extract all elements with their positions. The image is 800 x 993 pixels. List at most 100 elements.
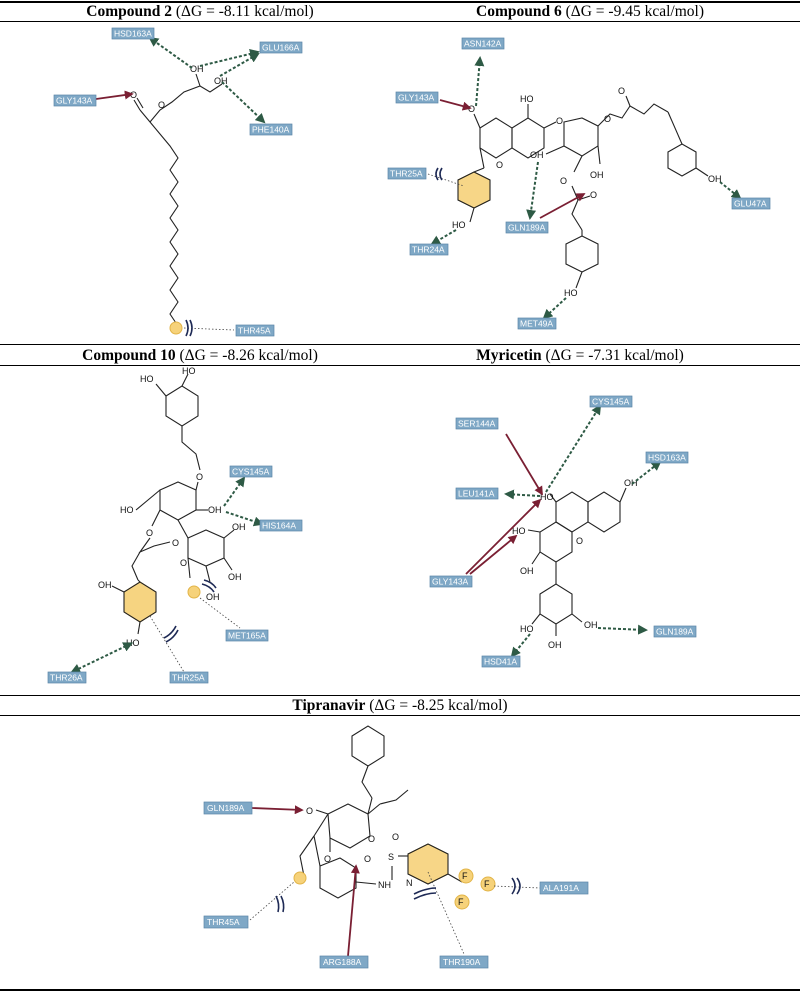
- residue-gly143a: GLY143A: [395, 91, 439, 104]
- svg-text:ARG188A: ARG188A: [323, 957, 362, 967]
- atom-label: HO: [140, 374, 154, 384]
- atom-label: HO: [452, 220, 466, 230]
- hbond-gln189a-2: [539, 193, 586, 219]
- hydrophobic-thr45a: [249, 881, 295, 921]
- residue-thr25a: THR25A: [387, 167, 427, 180]
- svg-text:GLU47A: GLU47A: [734, 199, 767, 209]
- atom-label: HO: [512, 526, 526, 536]
- svg-text:ALA191A: ALA191A: [543, 883, 579, 893]
- hbond-glu47a: [719, 181, 742, 200]
- atom-label: F: [484, 879, 490, 889]
- panel-header-compound-6: Compound 6 (ΔG = -9.45 kcal/mol): [476, 3, 704, 20]
- residue-ala191a: ALA191A: [539, 881, 589, 895]
- atom-label: F: [462, 871, 468, 881]
- panel-header-compound-2: Compound 2 (ΔG = -8.11 kcal/mol): [86, 3, 314, 20]
- tipranavir-diagram: O O O NH S O O N F F F: [203, 725, 589, 969]
- residue-gln189a: GLN189A: [653, 625, 697, 638]
- atom-label: OH: [232, 522, 246, 532]
- hbond-cys145a: [545, 404, 602, 493]
- svg-text:ASN142A: ASN142A: [464, 39, 502, 49]
- residue-thr25a: THR25A: [169, 671, 209, 684]
- svg-text:HSD163A: HSD163A: [114, 29, 152, 39]
- svg-text:THR45A: THR45A: [238, 326, 271, 336]
- svg-text:THR25A: THR25A: [172, 673, 205, 683]
- atom-label: O: [364, 854, 371, 864]
- hydrophobic-met165a: [199, 597, 241, 629]
- atom-label: O: [590, 190, 597, 200]
- atom-label: O: [468, 104, 475, 114]
- residue-thr190a: THR190A: [439, 955, 489, 969]
- atom-label: O: [196, 472, 203, 482]
- atom-label: OH: [520, 566, 534, 576]
- atom-label: O: [560, 176, 567, 186]
- residue-thr24a: THR24A: [409, 243, 449, 256]
- residue-cys145a: CYS145A: [229, 465, 273, 478]
- header-rule-1: [0, 21, 800, 22]
- residue-gly143a: GLY143A: [429, 575, 473, 588]
- hbond-glu166a-2: [219, 52, 260, 77]
- residue-phe140a: PHE140A: [249, 123, 293, 136]
- residue-hsd41a: HSD41A: [481, 655, 521, 668]
- atom-label: F: [458, 897, 464, 907]
- hbond-gln189a: [251, 805, 304, 815]
- residue-met49a: MET49A: [517, 317, 557, 330]
- svg-text:GLY143A: GLY143A: [398, 93, 435, 103]
- panel-header-tipranavir: Tipranavir (ΔG = -8.25 kcal/mol): [292, 697, 508, 714]
- residue-thr45a: THR45A: [235, 324, 275, 337]
- top-rule: [0, 1, 800, 3]
- residue-cys145a: CYS145A: [589, 395, 633, 408]
- atom-label: OH: [228, 572, 242, 582]
- panel-header-myricetin: Myricetin (ΔG = -7.31 kcal/mol): [476, 347, 684, 364]
- atom-label: NH: [378, 880, 391, 890]
- hbond-ser144a: [505, 433, 543, 496]
- residue-leu141a: LEU141A: [455, 487, 499, 500]
- atom-label: O: [496, 160, 503, 170]
- residue-ser144a: SER144A: [455, 417, 499, 430]
- hbond-gln189a-1: [526, 161, 539, 220]
- atom-label: OH: [548, 640, 562, 650]
- svg-text:CYS145A: CYS145A: [232, 467, 270, 477]
- atom-label: OH: [708, 174, 722, 184]
- hbond-his164a: [225, 511, 264, 527]
- atom-label: OH: [590, 170, 604, 180]
- svg-text:THR45A: THR45A: [207, 917, 240, 927]
- hbond-met49a: [542, 297, 567, 320]
- residue-glu47a: GLU47A: [731, 197, 771, 210]
- svg-text:HSD41A: HSD41A: [484, 657, 517, 667]
- svg-text:THR26A: THR26A: [50, 673, 83, 683]
- hbond-hsd163a: [148, 36, 193, 69]
- hbond-arg188a: [347, 864, 360, 957]
- atom-label: HO: [182, 366, 196, 376]
- svg-text:PHE140A: PHE140A: [252, 125, 290, 135]
- header-rule-3: [0, 715, 800, 716]
- svg-text:CYS145A: CYS145A: [592, 397, 630, 407]
- atom-label: O: [324, 854, 331, 864]
- svg-text:GLN189A: GLN189A: [207, 803, 245, 813]
- atom-label: HO: [540, 492, 554, 502]
- atom-label: O: [392, 832, 399, 842]
- svg-text:THR190A: THR190A: [443, 957, 481, 967]
- atom-label: OH: [530, 150, 544, 160]
- atom-label: O: [180, 558, 187, 568]
- svg-text:HIS164A: HIS164A: [262, 521, 296, 531]
- residue-met165a: MET165A: [225, 629, 269, 642]
- svg-text:GLY143A: GLY143A: [56, 96, 93, 106]
- atom-label: OH: [208, 505, 222, 515]
- hbond-gly143a: [439, 99, 472, 111]
- panel-header-compound-10: Compound 10 (ΔG = -8.26 kcal/mol): [82, 347, 318, 364]
- atom-label: O: [604, 114, 611, 124]
- atom-label: OH: [214, 76, 228, 86]
- svg-text:THR24A: THR24A: [412, 245, 445, 255]
- atom-label: HO: [120, 505, 134, 515]
- atom-label: N: [406, 878, 413, 888]
- svg-text:GLN189A: GLN189A: [508, 223, 546, 233]
- residue-hsd163a: HSD163A: [111, 27, 155, 40]
- hydrophobic-thr190a: [427, 871, 465, 955]
- residue-gln189a: GLN189A: [505, 221, 549, 234]
- hydrophobic-thr25a: [427, 173, 465, 187]
- compound-2-diagram: O O OH OH HSD163A GLU166A GLY143A PHE140…: [53, 27, 303, 337]
- hydrophobic-thr25a: [149, 615, 185, 673]
- atom-label: O: [556, 116, 563, 126]
- hbond-gly143a-2: [469, 534, 518, 575]
